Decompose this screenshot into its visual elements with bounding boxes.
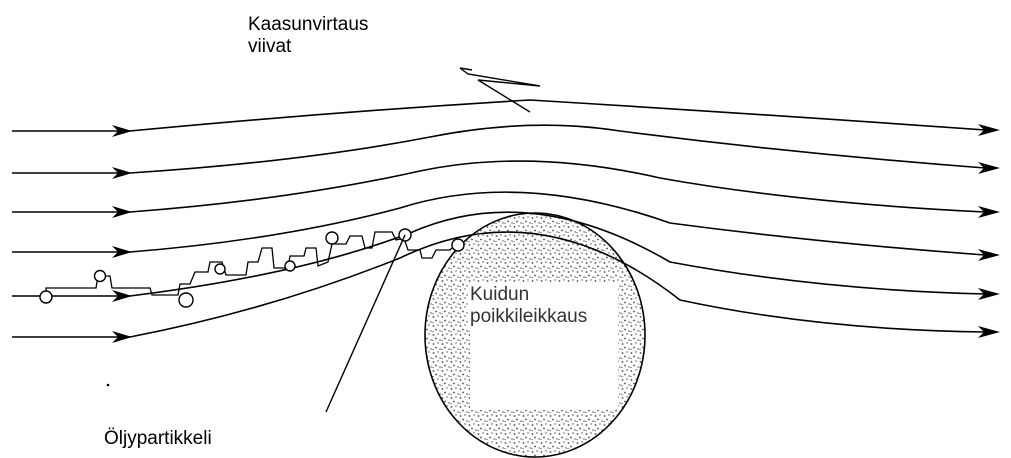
gas-flow-label-line2: viivat — [248, 36, 368, 58]
streamline-2 — [12, 125, 985, 173]
oil-droplet-icon — [179, 293, 193, 307]
arrowheads-right — [978, 124, 1000, 338]
oil-droplet-icon — [326, 232, 338, 244]
gas-label-leader — [460, 68, 540, 112]
oil-droplet-icon — [215, 264, 225, 274]
oil-droplet-icon — [40, 291, 52, 303]
gas-flow-label-line1: Kaasunvirtaus — [248, 14, 368, 36]
dot-mark — [107, 384, 110, 387]
particle-trajectory — [46, 232, 456, 297]
oil-droplet-icon — [285, 261, 295, 271]
fiber-label-line2: poikkileikkaus — [470, 306, 587, 328]
gas-flow-lines-label: Kaasunvirtaus viivat — [248, 14, 368, 58]
oil-droplet-icon — [452, 239, 464, 251]
particle-label-leader — [326, 235, 405, 412]
streamline-1 — [12, 100, 985, 131]
fiber-label-line1: Kuidun — [470, 284, 587, 306]
oil-droplet-icon — [95, 271, 106, 282]
arrowheads-left — [112, 125, 132, 343]
fiber-cross-section-label: Kuidun poikkileikkaus — [468, 284, 591, 328]
streamline-3 — [12, 161, 985, 212]
oil-particle-label: Öljypartikkeli — [104, 428, 212, 450]
